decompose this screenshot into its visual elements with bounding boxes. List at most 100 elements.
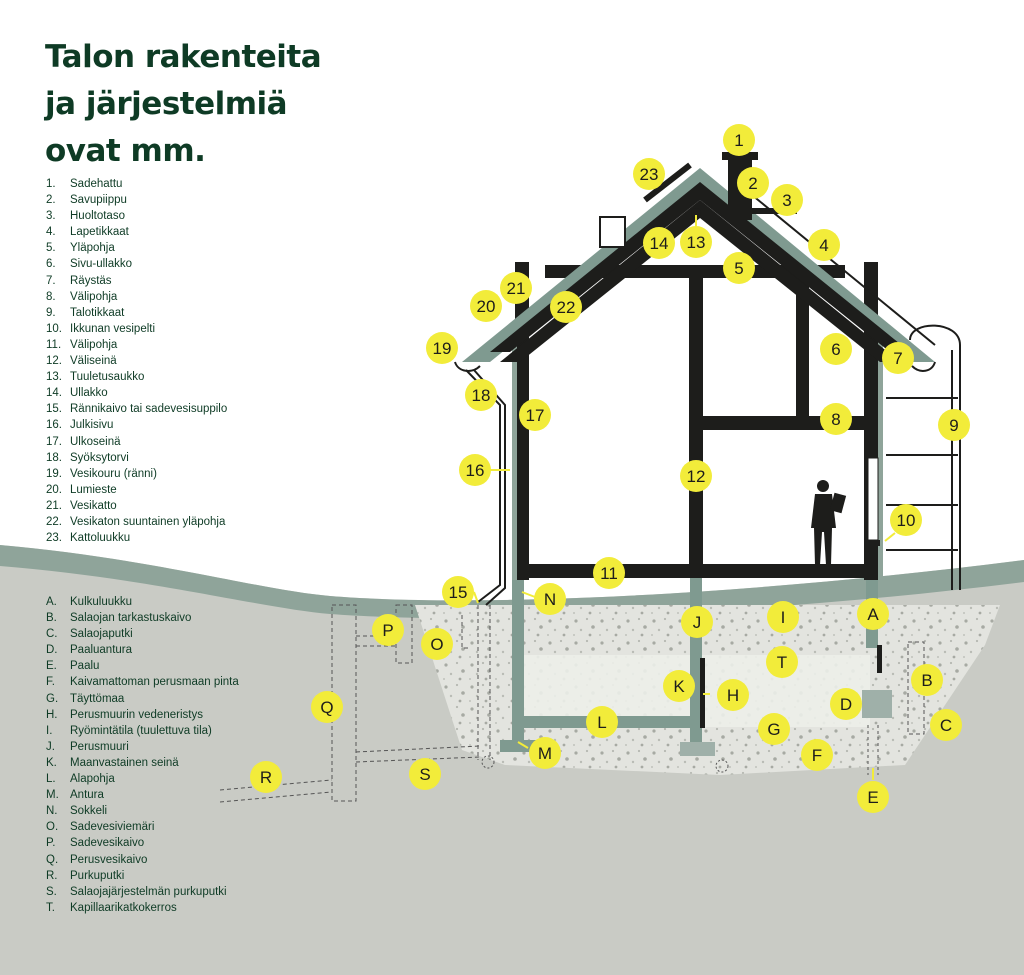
legend-item: N.Sokkeli bbox=[46, 803, 239, 819]
legend-item: P.Sadevesikaivo bbox=[46, 835, 239, 851]
svg-text:19: 19 bbox=[433, 339, 452, 358]
svg-text:C: C bbox=[940, 716, 952, 735]
legend-key: 5. bbox=[46, 242, 56, 255]
svg-text:6: 6 bbox=[831, 340, 840, 359]
legend-item: 22.Vesikaton suuntainen yläpohja bbox=[46, 514, 227, 530]
legend-label: Vesikouru (ränni) bbox=[70, 467, 157, 480]
legend-item: 1.Sadehattu bbox=[46, 176, 227, 192]
legend-label: Välipohja bbox=[70, 338, 118, 351]
badge-J: J bbox=[681, 606, 713, 638]
legend-label: Lumieste bbox=[70, 483, 117, 496]
badge-19: 19 bbox=[426, 332, 458, 364]
legend-item: F.Kaivamattoman perusmaan pinta bbox=[46, 674, 239, 690]
legend-label: Täyttömaa bbox=[70, 692, 125, 705]
badge-2: 2 bbox=[737, 167, 769, 199]
legend-item: 7.Räystäs bbox=[46, 273, 227, 289]
svg-text:10: 10 bbox=[897, 511, 916, 530]
legend-label: Salaojaputki bbox=[70, 628, 133, 641]
legend-key: R. bbox=[46, 869, 58, 882]
legend-label: Syöksytorvi bbox=[70, 451, 129, 464]
badge-17: 17 bbox=[519, 399, 551, 431]
legend-label: Perusmuurin vedeneristys bbox=[70, 708, 203, 721]
svg-text:11: 11 bbox=[600, 564, 618, 583]
legend-label: Sivu-ullakko bbox=[70, 258, 132, 271]
legend-key: 15. bbox=[46, 403, 62, 416]
badge-14: 14 bbox=[643, 227, 675, 259]
legend-key: J. bbox=[46, 740, 55, 753]
legend-item: I.Ryömintätila (tuulettuva tila) bbox=[46, 723, 239, 739]
svg-text:I: I bbox=[781, 608, 786, 627]
svg-text:S: S bbox=[419, 765, 430, 784]
svg-text:K: K bbox=[673, 677, 685, 696]
svg-text:9: 9 bbox=[949, 416, 958, 435]
roof bbox=[462, 162, 936, 362]
title-line-1: Talon rakenteita bbox=[45, 39, 322, 75]
house-ladder bbox=[886, 324, 961, 590]
legend-item: R.Purkuputki bbox=[46, 868, 239, 884]
legend-label: Julkisivu bbox=[70, 419, 114, 432]
svg-text:B: B bbox=[921, 671, 932, 690]
svg-text:D: D bbox=[840, 695, 852, 714]
badge-T: T bbox=[766, 646, 798, 678]
svg-text:1: 1 bbox=[734, 131, 743, 150]
pointer-arrows bbox=[473, 215, 896, 780]
legend-key: E. bbox=[46, 660, 57, 673]
legend-label: Ullakko bbox=[70, 387, 108, 400]
legend-key: 18. bbox=[46, 451, 62, 464]
legend-key: K. bbox=[46, 756, 57, 769]
legend-label: Paalu bbox=[70, 660, 100, 673]
legend-key: T. bbox=[46, 901, 55, 914]
svg-text:15: 15 bbox=[449, 583, 468, 602]
svg-text:17: 17 bbox=[526, 406, 545, 425]
legend-item: 6.Sivu-ullakko bbox=[46, 256, 227, 272]
badge-9: 9 bbox=[938, 409, 970, 441]
badge-N: N bbox=[534, 583, 566, 615]
legend-label: Lapetikkaat bbox=[70, 226, 129, 239]
legend-item: G. Täyttömaa bbox=[46, 691, 239, 707]
legend-item: 5.Yläpohja bbox=[46, 240, 227, 256]
svg-text:A: A bbox=[867, 605, 879, 624]
legend-key: G. bbox=[46, 692, 59, 705]
svg-text:T: T bbox=[777, 653, 787, 672]
svg-text:J: J bbox=[693, 613, 702, 632]
legend-item: 23.Kattoluukku bbox=[46, 530, 227, 546]
legend-key: D. bbox=[46, 644, 58, 657]
svg-text:G: G bbox=[767, 720, 780, 739]
badge-11: 11 bbox=[593, 557, 625, 589]
badge-21: 21 bbox=[500, 272, 532, 304]
legend-label: Paaluantura bbox=[70, 644, 133, 657]
badge-L: L bbox=[586, 706, 618, 738]
legend-key: 14. bbox=[46, 387, 62, 400]
legend-key: 23. bbox=[46, 532, 62, 545]
svg-text:2: 2 bbox=[748, 174, 757, 193]
legend-item: 15.Rännikaivo tai sadevesisuppilo bbox=[46, 401, 227, 417]
legend-item: 14. Ullakko bbox=[46, 385, 227, 401]
legend-key: 17. bbox=[46, 435, 62, 448]
legend-item: 20.Lumieste bbox=[46, 482, 227, 498]
title-line-2: ja järjestelmiä bbox=[45, 86, 288, 122]
legend-key: N. bbox=[46, 805, 58, 818]
badge-6: 6 bbox=[820, 333, 852, 365]
badge-Q: Q bbox=[311, 691, 343, 723]
legend-label: Kulkuluukku bbox=[70, 596, 133, 608]
badge-16: 16 bbox=[459, 454, 491, 486]
legend-item: 11.Välipohja bbox=[46, 337, 227, 353]
svg-text:21: 21 bbox=[507, 279, 526, 298]
svg-text:M: M bbox=[538, 744, 552, 763]
legend-label: Antura bbox=[70, 789, 104, 802]
badge-G: G bbox=[758, 713, 790, 745]
svg-text:E: E bbox=[867, 788, 878, 807]
legend-key: 2. bbox=[46, 194, 56, 207]
legend-key: Q. bbox=[46, 853, 59, 866]
badge-P: P bbox=[372, 614, 404, 646]
badge-10: 10 bbox=[890, 504, 922, 536]
badge-12: 12 bbox=[680, 460, 712, 492]
legend-label: Maanvastainen seinä bbox=[70, 756, 179, 769]
svg-text:3: 3 bbox=[782, 191, 791, 210]
badge-7: 7 bbox=[882, 342, 914, 374]
svg-text:F: F bbox=[812, 746, 822, 765]
svg-text:P: P bbox=[382, 621, 393, 640]
legend-label: Perusvesikaivo bbox=[70, 853, 148, 866]
badge-A: A bbox=[857, 598, 889, 630]
legend-key: 9. bbox=[46, 306, 56, 319]
